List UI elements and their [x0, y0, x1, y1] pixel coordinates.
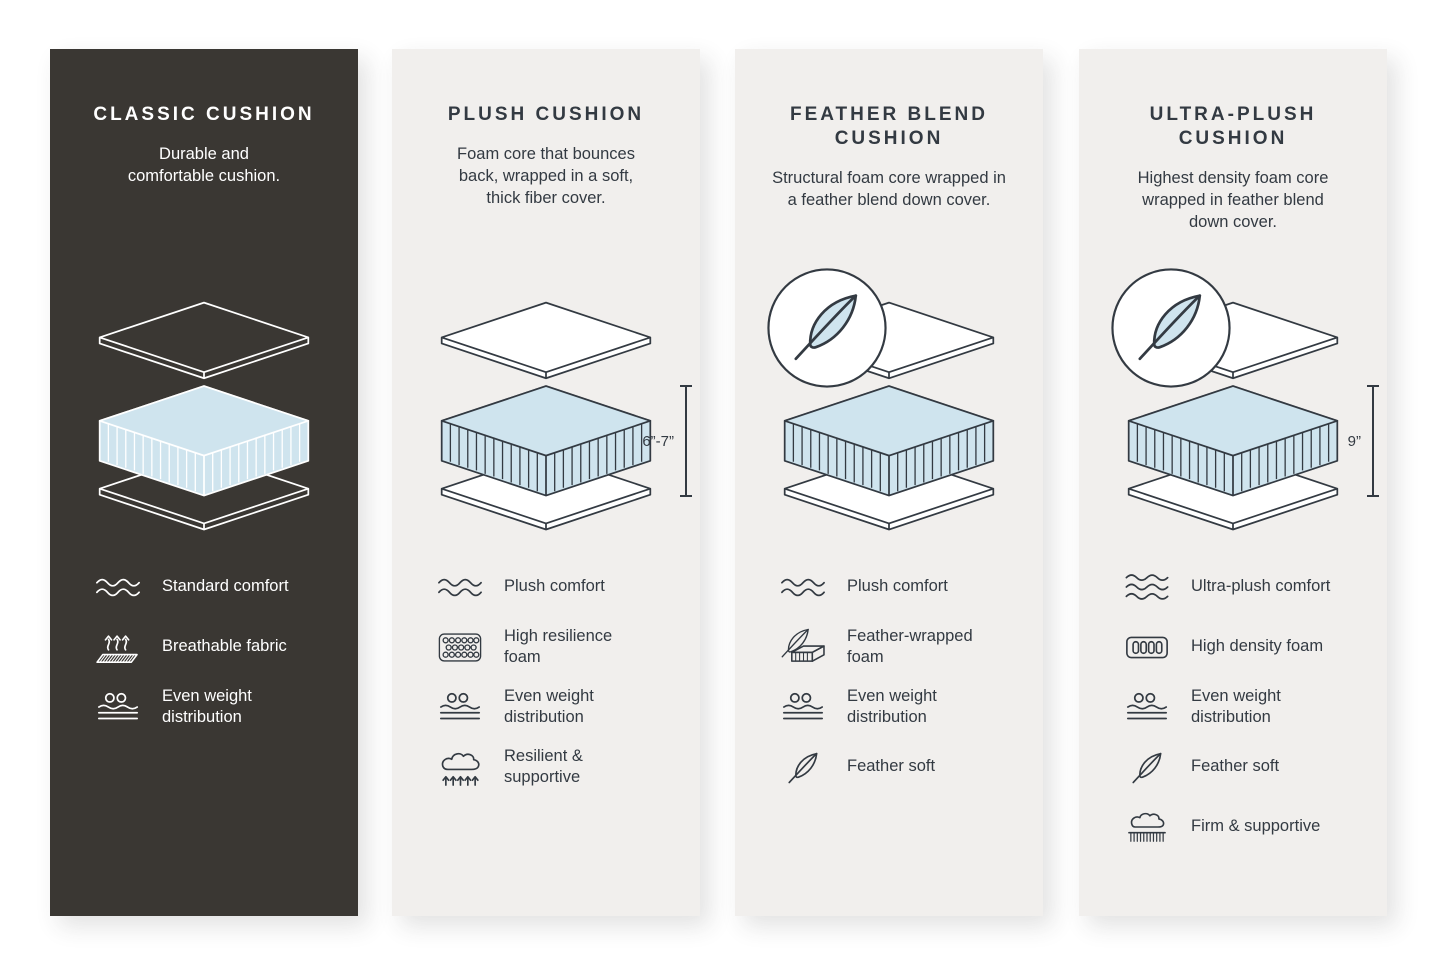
panel-description: Foam core that bounces back, wrapped in …	[457, 144, 635, 207]
resilient-supportive-icon	[434, 747, 486, 788]
layered-cushion-graphic	[91, 299, 317, 534]
cushion-layers-diagram	[91, 299, 317, 534]
feature-label: Feather soft	[847, 757, 936, 776]
feather-icon	[1121, 749, 1173, 786]
feature-even-weight-distribution: Even weight distribution	[777, 685, 1015, 729]
feature-label: Ultra-plush comfort	[1191, 577, 1331, 596]
feature-resilient-supportive: Resilient & supportive	[434, 745, 672, 789]
feature-plush-comfort: Plush comfort	[777, 565, 1015, 609]
panel-header: ULTRA-PLUSH CUSHION Highest density foam…	[1079, 49, 1387, 233]
panel-classic-cushion: CLASSIC CUSHION Durable and comfortable …	[50, 49, 358, 916]
feather-badge	[766, 267, 888, 389]
measurement-line	[1367, 385, 1379, 497]
feather-icon	[777, 749, 829, 786]
measurement-line	[680, 385, 692, 497]
feature-list: Standard comfort Breathable fabric Even …	[50, 565, 358, 729]
feature-firm-supportive: Firm & supportive	[1121, 805, 1359, 849]
measurement-label: 6”-7”	[642, 432, 674, 450]
feature-label: Plush comfort	[504, 577, 605, 596]
weight-distribution-icon	[92, 691, 144, 724]
panel-ultra-plush-cushion: ULTRA-PLUSH CUSHION Highest density foam…	[1079, 49, 1387, 916]
firm-supportive-icon	[1121, 808, 1173, 846]
feature-label: High resilience foam	[504, 626, 613, 666]
weight-distribution-icon	[1121, 691, 1173, 724]
panel-header: PLUSH CUSHION Foam core that bounces bac…	[392, 49, 700, 209]
panel-title: FEATHER BLEND CUSHION	[789, 104, 989, 149]
density-foam-icon	[1121, 633, 1173, 662]
feature-even-weight-distribution: Even weight distribution	[434, 685, 672, 729]
feature-even-weight-distribution: Even weight distribution	[1121, 685, 1359, 729]
wave-icon	[434, 575, 486, 600]
feature-list: Plush comfort Feather-wrapped foam Even …	[735, 565, 1043, 789]
feature-label: Firm & supportive	[1191, 817, 1321, 836]
feature-label: High density foam	[1191, 637, 1324, 656]
feature-list: Ultra-plush comfort High density foam Ev…	[1079, 565, 1387, 849]
layered-cushion-graphic	[433, 299, 659, 534]
wave-icon	[92, 575, 144, 600]
feature-label: Even weight distribution	[504, 686, 594, 726]
cushion-layers-diagram	[767, 268, 1002, 534]
cushion-layers-diagram: 9”	[1111, 268, 1379, 534]
panel-title: ULTRA-PLUSH CUSHION	[1149, 104, 1317, 149]
weight-distribution-icon	[434, 691, 486, 724]
feature-feather-soft: Feather soft	[777, 745, 1015, 789]
panel-feather-blend-cushion: FEATHER BLEND CUSHION Structural foam co…	[735, 49, 1043, 916]
feature-ultra-plush-comfort: Ultra-plush comfort	[1121, 565, 1359, 609]
feature-feather-wrapped-foam: Feather-wrapped foam	[777, 625, 1015, 669]
feature-high-resilience-foam: High resilience foam	[434, 625, 672, 669]
cushion-layers-diagram: 6”-7”	[433, 299, 692, 534]
weight-distribution-icon	[777, 691, 829, 724]
feature-label: Resilient & supportive	[504, 746, 583, 786]
thickness-measurement: 6”-7”	[642, 385, 693, 497]
feature-label: Even weight distribution	[162, 686, 252, 726]
panel-title: PLUSH CUSHION	[447, 104, 645, 125]
feather-foam-icon	[777, 628, 829, 667]
wave-3-icon	[1121, 572, 1173, 602]
feature-plush-comfort: Plush comfort	[434, 565, 672, 609]
thickness-measurement: 9”	[1348, 385, 1380, 497]
breathable-fabric-icon	[92, 628, 144, 666]
feature-label: Even weight distribution	[1191, 686, 1281, 726]
panel-header: FEATHER BLEND CUSHION Structural foam co…	[735, 49, 1043, 211]
feature-high-density-foam: High density foam	[1121, 625, 1359, 669]
wave-icon	[777, 575, 829, 600]
panel-description: Structural foam core wrapped in a feathe…	[772, 168, 1006, 209]
feature-even-weight-distribution: Even weight distribution	[92, 685, 330, 729]
panel-title: CLASSIC CUSHION	[93, 104, 315, 125]
feature-standard-comfort: Standard comfort	[92, 565, 330, 609]
panel-description: Durable and comfortable cushion.	[127, 144, 281, 185]
feature-label: Feather soft	[1191, 757, 1280, 776]
feature-feather-soft: Feather soft	[1121, 745, 1359, 789]
panel-description: Highest density foam core wrapped in fea…	[1137, 168, 1329, 231]
feature-label: Even weight distribution	[847, 686, 937, 726]
feature-label: Plush comfort	[847, 577, 948, 596]
foam-cells-icon	[434, 631, 486, 664]
panel-header: CLASSIC CUSHION Durable and comfortable …	[50, 49, 358, 187]
panel-plush-cushion: PLUSH CUSHION Foam core that bounces bac…	[392, 49, 700, 916]
feature-label: Breathable fabric	[162, 637, 287, 656]
feature-label: Feather-wrapped foam	[847, 626, 973, 666]
feature-breathable-fabric: Breathable fabric	[92, 625, 330, 669]
feature-label: Standard comfort	[162, 577, 289, 596]
feature-list: Plush comfort High resilience foam Even …	[392, 565, 700, 789]
feather-badge	[1110, 267, 1232, 389]
measurement-label: 9”	[1347, 432, 1361, 450]
